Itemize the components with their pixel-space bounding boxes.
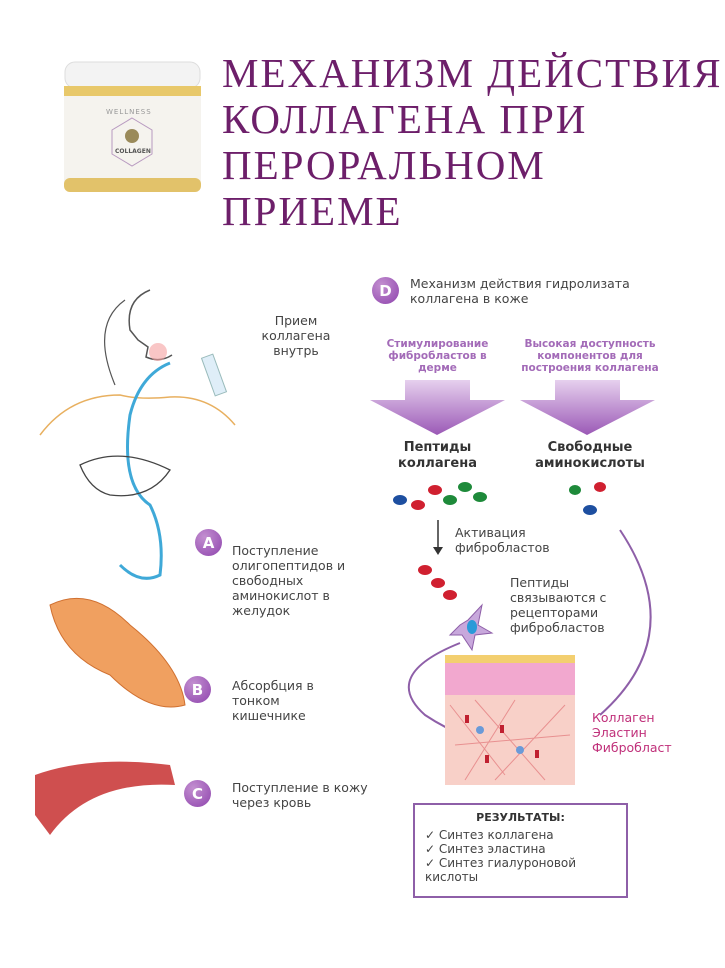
label-collagen: Коллаген [592,710,655,725]
amino-acid-molecules [569,482,606,515]
page-title: Механизм действия коллагена при перораль… [222,50,723,234]
step-c-badge: C [184,780,211,807]
step-c-text: Поступление в кожу через кровь [232,780,368,810]
arrow-right [520,380,655,435]
result-item: Синтез коллагена [425,828,616,842]
collagen-jar-image: WELLNESS COLLAGEN [60,60,205,195]
step-d-text: Механизм действия гидролизата коллагена … [410,276,630,306]
results-box: РЕЗУЛЬТАТЫ: Синтез коллагена Синтез элас… [413,803,628,898]
step-a-text: Поступление олигопептидов и свободных ам… [232,543,346,618]
results-title: РЕЗУЛЬТАТЫ: [476,811,565,824]
label-fibroblast: Фибробласт [592,740,672,755]
step-a-badge: A [195,529,222,556]
binding-label: Пептиды связываются с рецепторами фиброб… [510,575,607,635]
digestion-illustration [35,289,236,835]
result-item: Синтез гиалуроновой кислоты [425,856,616,884]
pathway-heading-2: Высокая доступность компонентов для пост… [521,338,659,374]
pathway-result-2: Свободные аминокислоты [535,440,645,471]
down-arrows [370,380,655,435]
molecules-and-flow [393,482,652,746]
skin-labels: Коллаген Эластин Фибробласт [592,710,672,755]
title-line: коллагена при [222,96,588,142]
step-b-text: Абсорбция в тонком кишечнике [232,678,314,723]
step-d-badge: D [372,277,399,304]
arrow-left [370,380,505,435]
skin-cross-section [445,655,575,785]
title-line: приеме [222,188,403,234]
result-item: Синтез эластина [425,842,616,856]
title-line: пероральном [222,142,546,188]
peptide-molecules [393,482,487,510]
label-elastin: Эластин [592,725,647,740]
step-b-badge: B [184,676,211,703]
intake-label: Прием коллагена внутрь [261,313,331,358]
jar-name: COLLAGEN [115,148,151,155]
jar-brand: WELLNESS [106,108,152,116]
activation-label: Активация фибробластов [455,525,550,555]
pathway-result-1: Пептиды коллагена [398,440,477,471]
title-line: Механизм действия [222,50,723,96]
pathway-heading-1: Стимулирование фибробластов в дерме [386,338,489,374]
